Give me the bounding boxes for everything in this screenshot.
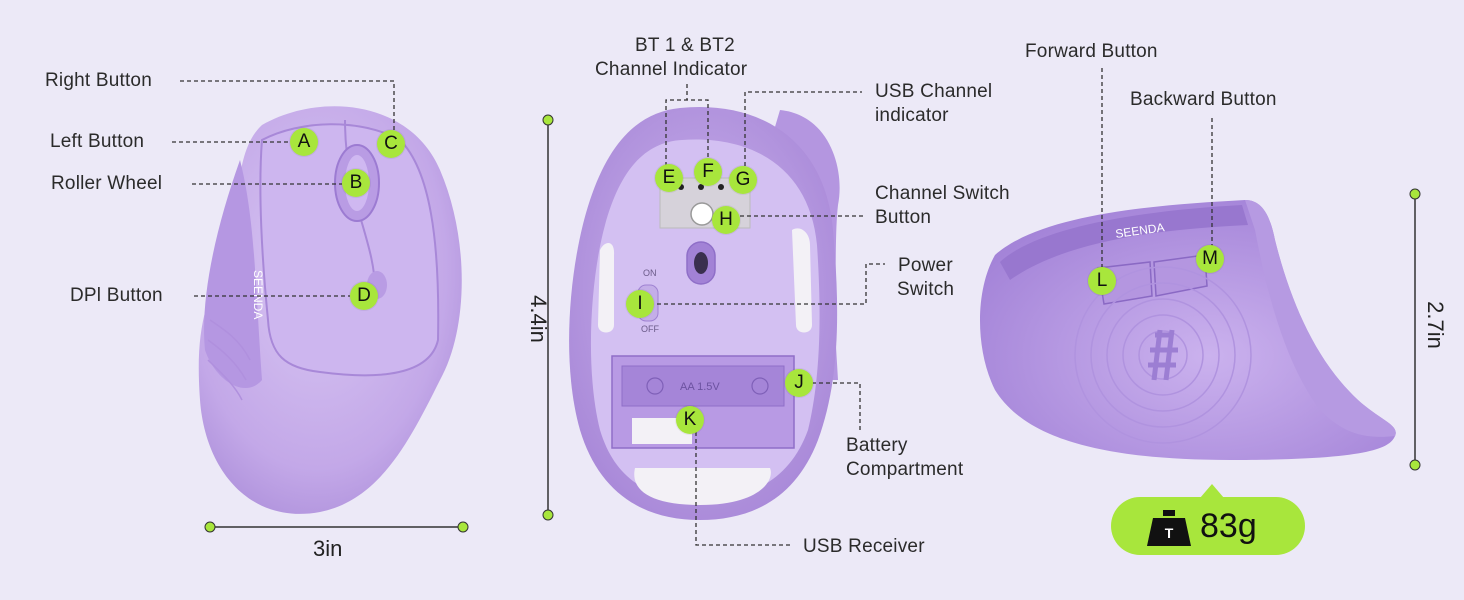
leader-lines-left — [172, 80, 395, 297]
marker-c: C — [377, 130, 405, 158]
marker-d: D — [350, 282, 378, 310]
switch-on-text: ON — [643, 268, 657, 278]
battery-rating-text: AA 1.5V — [680, 381, 720, 393]
marker-b: B — [342, 169, 370, 197]
forward-button-label: Forward Button — [1025, 41, 1158, 62]
left-button-label: Left Button — [50, 131, 145, 152]
mouse-side-view: SEENDA — [980, 200, 1396, 460]
badge-pointer — [1200, 484, 1224, 498]
marker-k: K — [676, 406, 704, 434]
length-dimension-label: 4.4in — [526, 295, 551, 343]
marker-m: M — [1196, 245, 1224, 273]
leader-lines-right — [1101, 68, 1213, 270]
height-dimension-line — [1409, 188, 1421, 471]
switch-off-text: OFF — [641, 324, 659, 334]
battery-label-line1: Battery — [846, 435, 908, 456]
battery-label-line2: Compartment — [846, 459, 964, 480]
usb-indicator-label-line1: USB Channel — [875, 81, 993, 102]
mouse-top-view: SEENDA — [198, 106, 462, 514]
marker-j: J — [785, 369, 813, 397]
weight-badge — [1111, 497, 1305, 555]
dpi-button-label: DPl Button — [70, 285, 163, 306]
channel-switch-label-line1: Channel Switch — [875, 183, 1010, 204]
marker-h: H — [712, 206, 740, 234]
roller-wheel-label: Roller Wheel — [51, 173, 163, 194]
width-dimension-line — [204, 521, 469, 533]
usb-receiver-label: USB Receiver — [803, 536, 925, 557]
marker-i: I — [626, 290, 654, 318]
usb-indicator-label-line2: indicator — [875, 105, 949, 126]
backward-button-label: Backward Button — [1130, 89, 1277, 110]
marker-f: F — [694, 158, 722, 186]
channel-switch-label-line2: Button — [875, 207, 932, 228]
bt-indicator-label-line2: Channel Indicator — [595, 59, 748, 80]
weight-value: 83g — [1200, 507, 1257, 545]
length-dimension-line — [542, 114, 554, 521]
weight-icon-letter: T — [1165, 525, 1174, 541]
mouse-bottom-view: ON OFF AA 1.5V — [569, 107, 840, 520]
leader-lines-middle — [650, 84, 885, 546]
marker-a: A — [290, 128, 318, 156]
height-dimension-label: 2.7in — [1423, 301, 1448, 349]
power-switch-label-line1: Power — [898, 255, 953, 276]
bt-indicator-label-line1: BT 1 & BT2 — [635, 35, 735, 56]
power-switch-label-line2: Switch — [897, 279, 955, 300]
brand-logo-top: SEENDA — [251, 270, 265, 319]
marker-e: E — [655, 164, 683, 192]
right-button-label: Right Button — [45, 70, 152, 91]
weight-icon: T — [1147, 510, 1191, 546]
brand-logo-side: SEENDA — [1114, 220, 1165, 241]
marker-l: L — [1088, 267, 1116, 295]
marker-g: G — [729, 166, 757, 194]
width-dimension-label: 3in — [313, 536, 343, 561]
